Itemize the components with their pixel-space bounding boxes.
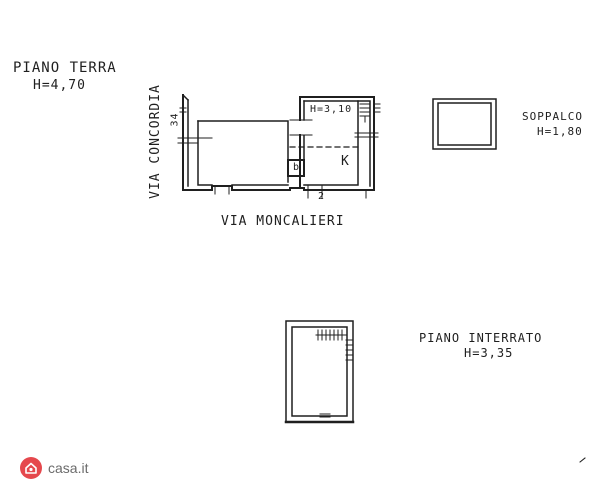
piano-terra-height: H=4,70 [33,78,86,93]
soppalco-outline [432,98,497,150]
basement-stair [315,326,354,418]
ground-stair [359,103,381,123]
house-icon [20,457,42,479]
soppalco-label: SOPPALCO [522,110,583,123]
corner-mark [579,457,586,463]
soppalco-height: H=1,80 [537,125,583,138]
piano-interrato-height: H=3,35 [464,346,514,360]
dimension-2: 2 [318,191,326,202]
piano-interrato-label: PIANO INTERRATO [419,331,543,345]
basement-outline [284,320,355,424]
via-concordia-label: VIA CONCORDIA [147,84,163,199]
room-b-outline [287,159,305,177]
piano-terra-label: PIANO TERRA [13,60,117,76]
opening-ticks [177,107,379,199]
brand-logo[interactable]: casa.it [20,457,88,479]
brand-name: casa.it [48,460,89,476]
dimension-34: 34 [169,112,181,127]
room-k-label: K [341,154,350,169]
room-b-label: b [293,162,301,173]
via-moncalieri-label: VIA MONCALIERI [221,214,345,229]
room-height-label: H=3,10 [310,104,353,115]
